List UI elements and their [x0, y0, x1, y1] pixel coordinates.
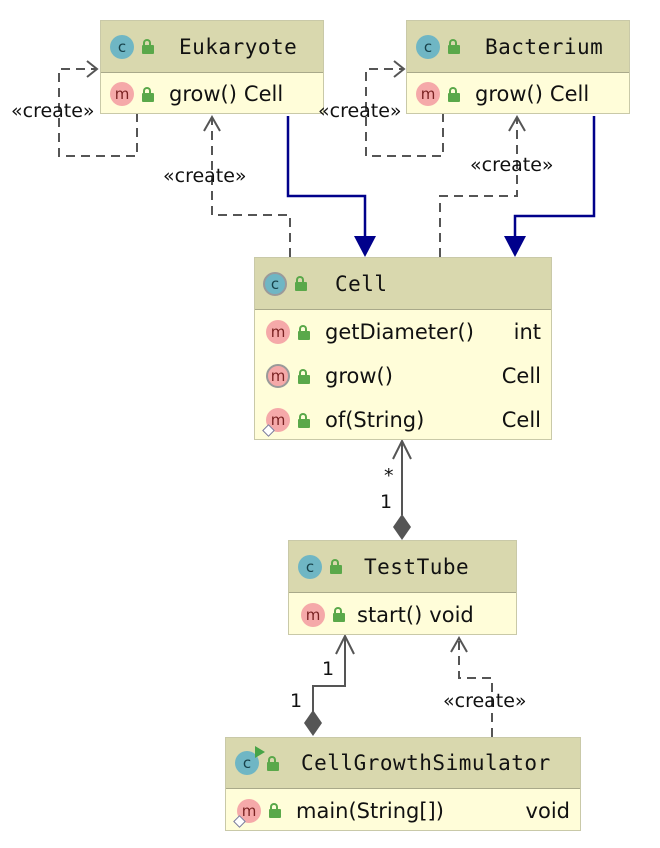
class-icon: c — [110, 34, 134, 59]
public-lock-icon — [333, 607, 346, 622]
runnable-class-icon: c — [235, 746, 265, 775]
cell-to-eukaryote-create-edge — [211, 117, 291, 257]
class-simulator-header: c CellGrowthSimulator — [226, 738, 580, 789]
public-lock-icon — [448, 86, 461, 102]
public-lock-icon — [448, 39, 461, 54]
method-icon: m — [266, 320, 290, 344]
create-label-cell-to-eukaryote: «create» — [163, 165, 247, 187]
method-return-type: void — [429, 602, 474, 627]
multiplicity-one-testtube: 1 — [322, 658, 335, 680]
create-label-eukaryote-self: «create» — [11, 100, 95, 122]
public-lock-icon — [298, 324, 311, 340]
class-testtube[interactable]: c TestTube m start() void — [288, 540, 517, 635]
public-lock-icon — [267, 755, 280, 771]
public-lock-icon — [142, 86, 155, 102]
method-return-type: Cell — [243, 82, 284, 106]
method-name: getDiameter() — [325, 320, 474, 344]
simulator-composition-diamond — [304, 710, 322, 736]
eukaryote-inheritance-arrowhead — [354, 236, 376, 257]
method-return-type: int — [513, 320, 541, 344]
public-lock-icon — [295, 276, 308, 291]
method-name: start() — [357, 602, 423, 627]
method-row[interactable]: m grow() Cell — [407, 73, 629, 115]
cell-to-bacterium-create-edge — [439, 117, 518, 257]
testtube-create-arrowhead — [450, 635, 468, 653]
testtube-composition-diamond — [393, 514, 411, 540]
class-name: Eukaryote — [179, 34, 298, 59]
class-name: CellGrowthSimulator — [301, 751, 551, 775]
method-row[interactable]: m getDiameter() int — [255, 310, 551, 354]
method-row[interactable]: m of(String) Cell — [255, 398, 551, 442]
method-name: of(String) — [325, 408, 425, 432]
method-row[interactable]: m main(String[]) void — [226, 789, 580, 832]
bacterium-self-arrowhead — [393, 60, 406, 78]
eukaryote-self-arrowhead — [86, 60, 99, 78]
testtube-composition-arrowhead — [335, 633, 355, 655]
abstract-method-icon: m — [266, 364, 290, 388]
class-icon: c — [416, 34, 440, 59]
public-lock-icon — [142, 39, 155, 54]
method-icon-letter: m — [270, 411, 286, 429]
class-eukaryote-header: c Eukaryote — [101, 21, 323, 73]
simulator-to-testtube-create-edge — [458, 638, 493, 737]
method-name: grow() — [325, 364, 393, 388]
class-name: Cell — [335, 271, 388, 296]
public-lock-icon — [298, 412, 311, 428]
method-row[interactable]: m grow() Cell — [255, 354, 551, 398]
method-row[interactable]: m start() void — [289, 593, 516, 636]
method-row[interactable]: m grow() Cell — [101, 73, 323, 115]
simulator-testtube-composition-line — [312, 636, 346, 712]
class-name: Bacterium — [485, 34, 604, 59]
class-cell-growth-simulator[interactable]: c CellGrowthSimulator m main(String[]) v… — [225, 737, 581, 831]
method-icon: m — [301, 602, 325, 627]
abstract-class-icon: c — [263, 271, 287, 296]
create-label-simulator-to-testtube: «create» — [443, 690, 527, 712]
class-bacterium-header: c Bacterium — [407, 21, 629, 73]
method-icon: m — [110, 82, 134, 106]
public-lock-icon — [298, 368, 311, 384]
eukaryote-create-arrowhead — [203, 114, 221, 132]
bacterium-create-arrowhead — [508, 114, 526, 132]
class-testtube-header: c TestTube — [289, 541, 516, 593]
static-method-icon: m — [233, 798, 261, 828]
method-name: main(String[]) — [296, 798, 444, 823]
public-lock-icon — [330, 559, 343, 574]
create-label-cell-to-bacterium: «create» — [470, 154, 554, 176]
class-cell[interactable]: c Cell m getDiameter() int m grow() Cell… — [254, 257, 552, 440]
bacterium-extends-cell-edge — [513, 116, 596, 236]
bacterium-inheritance-arrowhead — [504, 236, 526, 257]
multiplicity-one-cell: 1 — [380, 491, 393, 513]
method-icon-letter: m — [241, 801, 257, 820]
class-name: TestTube — [364, 554, 470, 579]
bacterium-self-create-edge — [365, 68, 444, 157]
class-cell-header: c Cell — [255, 258, 551, 310]
method-name: grow() — [475, 82, 543, 106]
public-lock-icon — [269, 803, 282, 818]
method-name: grow() — [169, 82, 237, 106]
class-bacterium[interactable]: c Bacterium m grow() Cell — [406, 20, 630, 114]
eukaryote-self-create-edge — [58, 68, 138, 157]
eukaryote-extends-cell-edge — [286, 116, 367, 236]
method-return-type: Cell — [501, 364, 541, 388]
method-return-type: Cell — [549, 82, 590, 106]
multiplicity-one-simulator: 1 — [290, 690, 303, 712]
method-return-type: void — [525, 798, 570, 823]
method-icon: m — [416, 82, 440, 106]
cell-composition-arrowhead — [392, 438, 412, 460]
multiplicity-many: * — [384, 465, 394, 487]
create-label-bacterium-self: «create» — [318, 100, 402, 122]
class-eukaryote[interactable]: c Eukaryote m grow() Cell — [100, 20, 324, 114]
class-icon: c — [298, 554, 322, 579]
static-method-icon: m — [262, 408, 290, 437]
method-return-type: Cell — [501, 408, 541, 432]
